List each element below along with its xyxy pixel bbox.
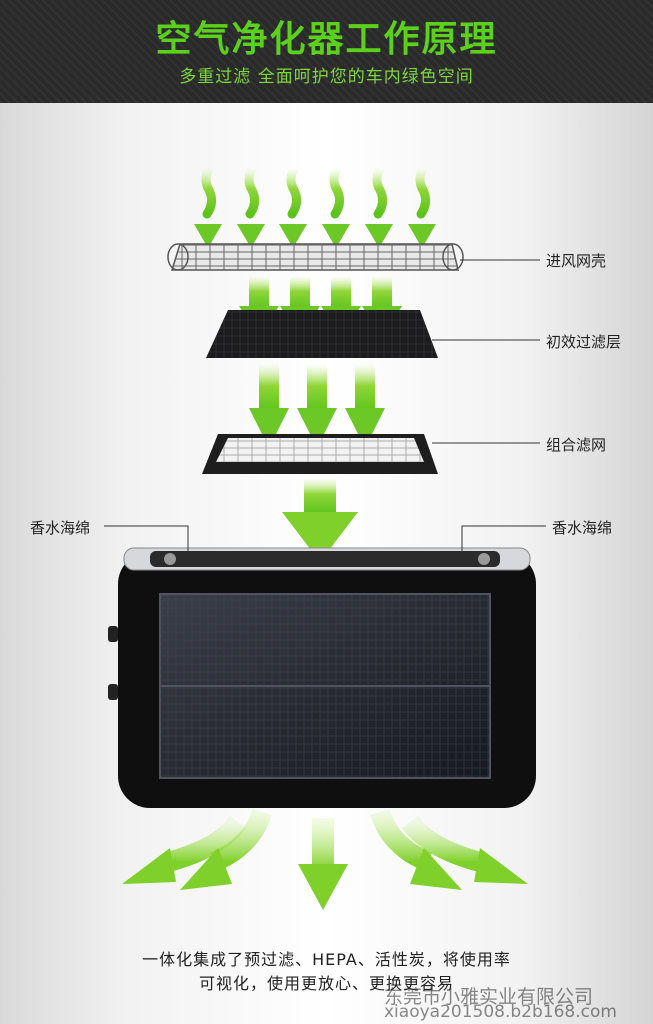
label-combo-filter: 组合滤网 — [546, 436, 607, 454]
intake-arrow — [365, 163, 393, 248]
device-intake-arrow — [282, 478, 358, 562]
outflow-arrow — [122, 815, 247, 884]
intake-arrow — [279, 163, 307, 248]
down-arrow — [297, 364, 337, 448]
arrows-row-3 — [249, 364, 385, 448]
page-title: 空气净化器工作原理 — [155, 19, 498, 60]
watermark-url: xiaoya201508.b2b168.com — [384, 1002, 617, 1022]
outflow-arrow — [298, 818, 348, 910]
label-primary-filter: 初效过滤层 — [546, 333, 622, 351]
down-arrow — [345, 364, 385, 448]
watermark-company: 东莞市小雅实业有限公司 — [384, 986, 594, 1008]
caption-line-1: 一体化集成了预过滤、HEPA、活性炭，将使用率 — [142, 950, 511, 969]
outflow-arrows — [122, 808, 528, 910]
down-arrow — [249, 364, 289, 448]
outflow-arrow — [401, 815, 528, 884]
label-perfume-sponge-right: 香水海绵 — [552, 519, 613, 537]
caption-line-2: 可视化，使用更放心、更换更容易 — [198, 974, 454, 993]
intake-arrow — [237, 163, 265, 248]
air-purifier-device — [108, 547, 536, 808]
label-intake-grille: 进风网壳 — [546, 252, 607, 270]
primary-filter-layer — [206, 310, 438, 358]
intake-arrow — [194, 163, 222, 248]
combo-filter — [202, 434, 438, 474]
leader-lines — [104, 259, 546, 552]
intake-arrows — [194, 163, 436, 248]
page-subtitle: 多重过滤 全面呵护您的车内绿色空间 — [179, 67, 474, 87]
intake-arrow — [322, 163, 350, 248]
outflow-arrow — [370, 808, 462, 890]
outflow-arrow — [180, 808, 272, 890]
intake-grille — [167, 243, 464, 271]
label-perfume-sponge-left: 香水海绵 — [30, 519, 91, 537]
header-banner: 空气净化器工作原理 多重过滤 全面呵护您的车内绿色空间 — [0, 0, 653, 103]
intake-arrow — [408, 163, 436, 248]
